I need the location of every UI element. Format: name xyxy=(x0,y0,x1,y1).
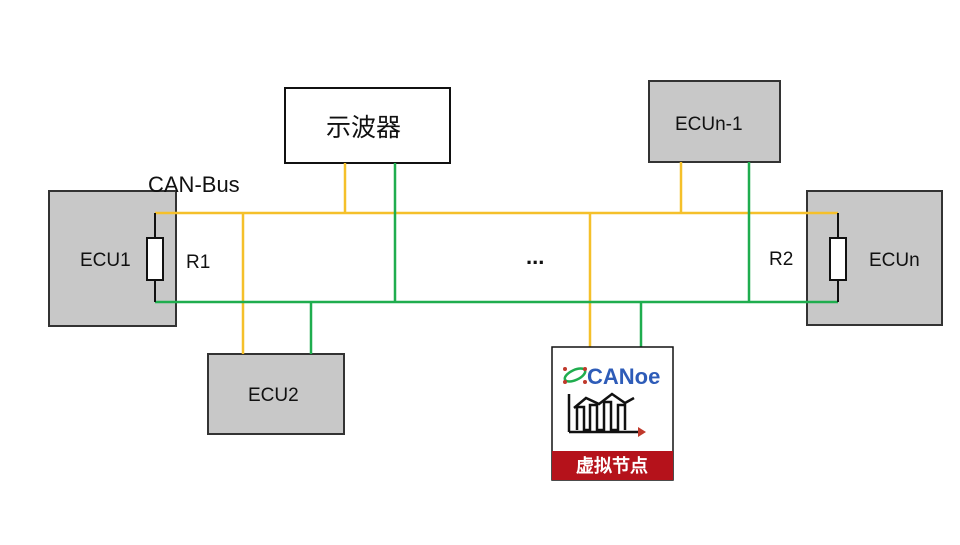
can-low-wires xyxy=(155,162,838,354)
canoe-waveform-icon xyxy=(567,392,638,434)
canoe-virtual-node: CANoe 虚拟节点 xyxy=(551,346,674,481)
ecun-1-box xyxy=(648,80,781,163)
resistor-r2 xyxy=(829,213,847,302)
bus-label: CAN-Bus xyxy=(148,172,240,197)
ecu2-box xyxy=(207,353,345,435)
canoe-banner-label: 虚拟节点 xyxy=(576,455,648,476)
r2-label: R2 xyxy=(769,249,793,270)
ecu1-label: ECU1 xyxy=(80,250,131,271)
can-high-wires xyxy=(155,162,838,354)
canoe-arrow-icon xyxy=(638,427,646,437)
canoe-banner xyxy=(552,451,673,480)
ecun-label: ECUn xyxy=(869,250,920,271)
ellipsis-label: ... xyxy=(526,244,544,269)
ecu2-label: ECU2 xyxy=(248,385,299,406)
oscilloscope-box xyxy=(284,87,451,164)
ecun-1-label: ECUn-1 xyxy=(675,114,743,135)
oscilloscope-label: 示波器 xyxy=(326,114,401,142)
r1-label: R1 xyxy=(186,252,210,273)
resistor-r1 xyxy=(146,213,164,302)
canoe-logo-icon xyxy=(563,367,587,384)
canoe-logo-text: CANoe xyxy=(587,364,660,389)
